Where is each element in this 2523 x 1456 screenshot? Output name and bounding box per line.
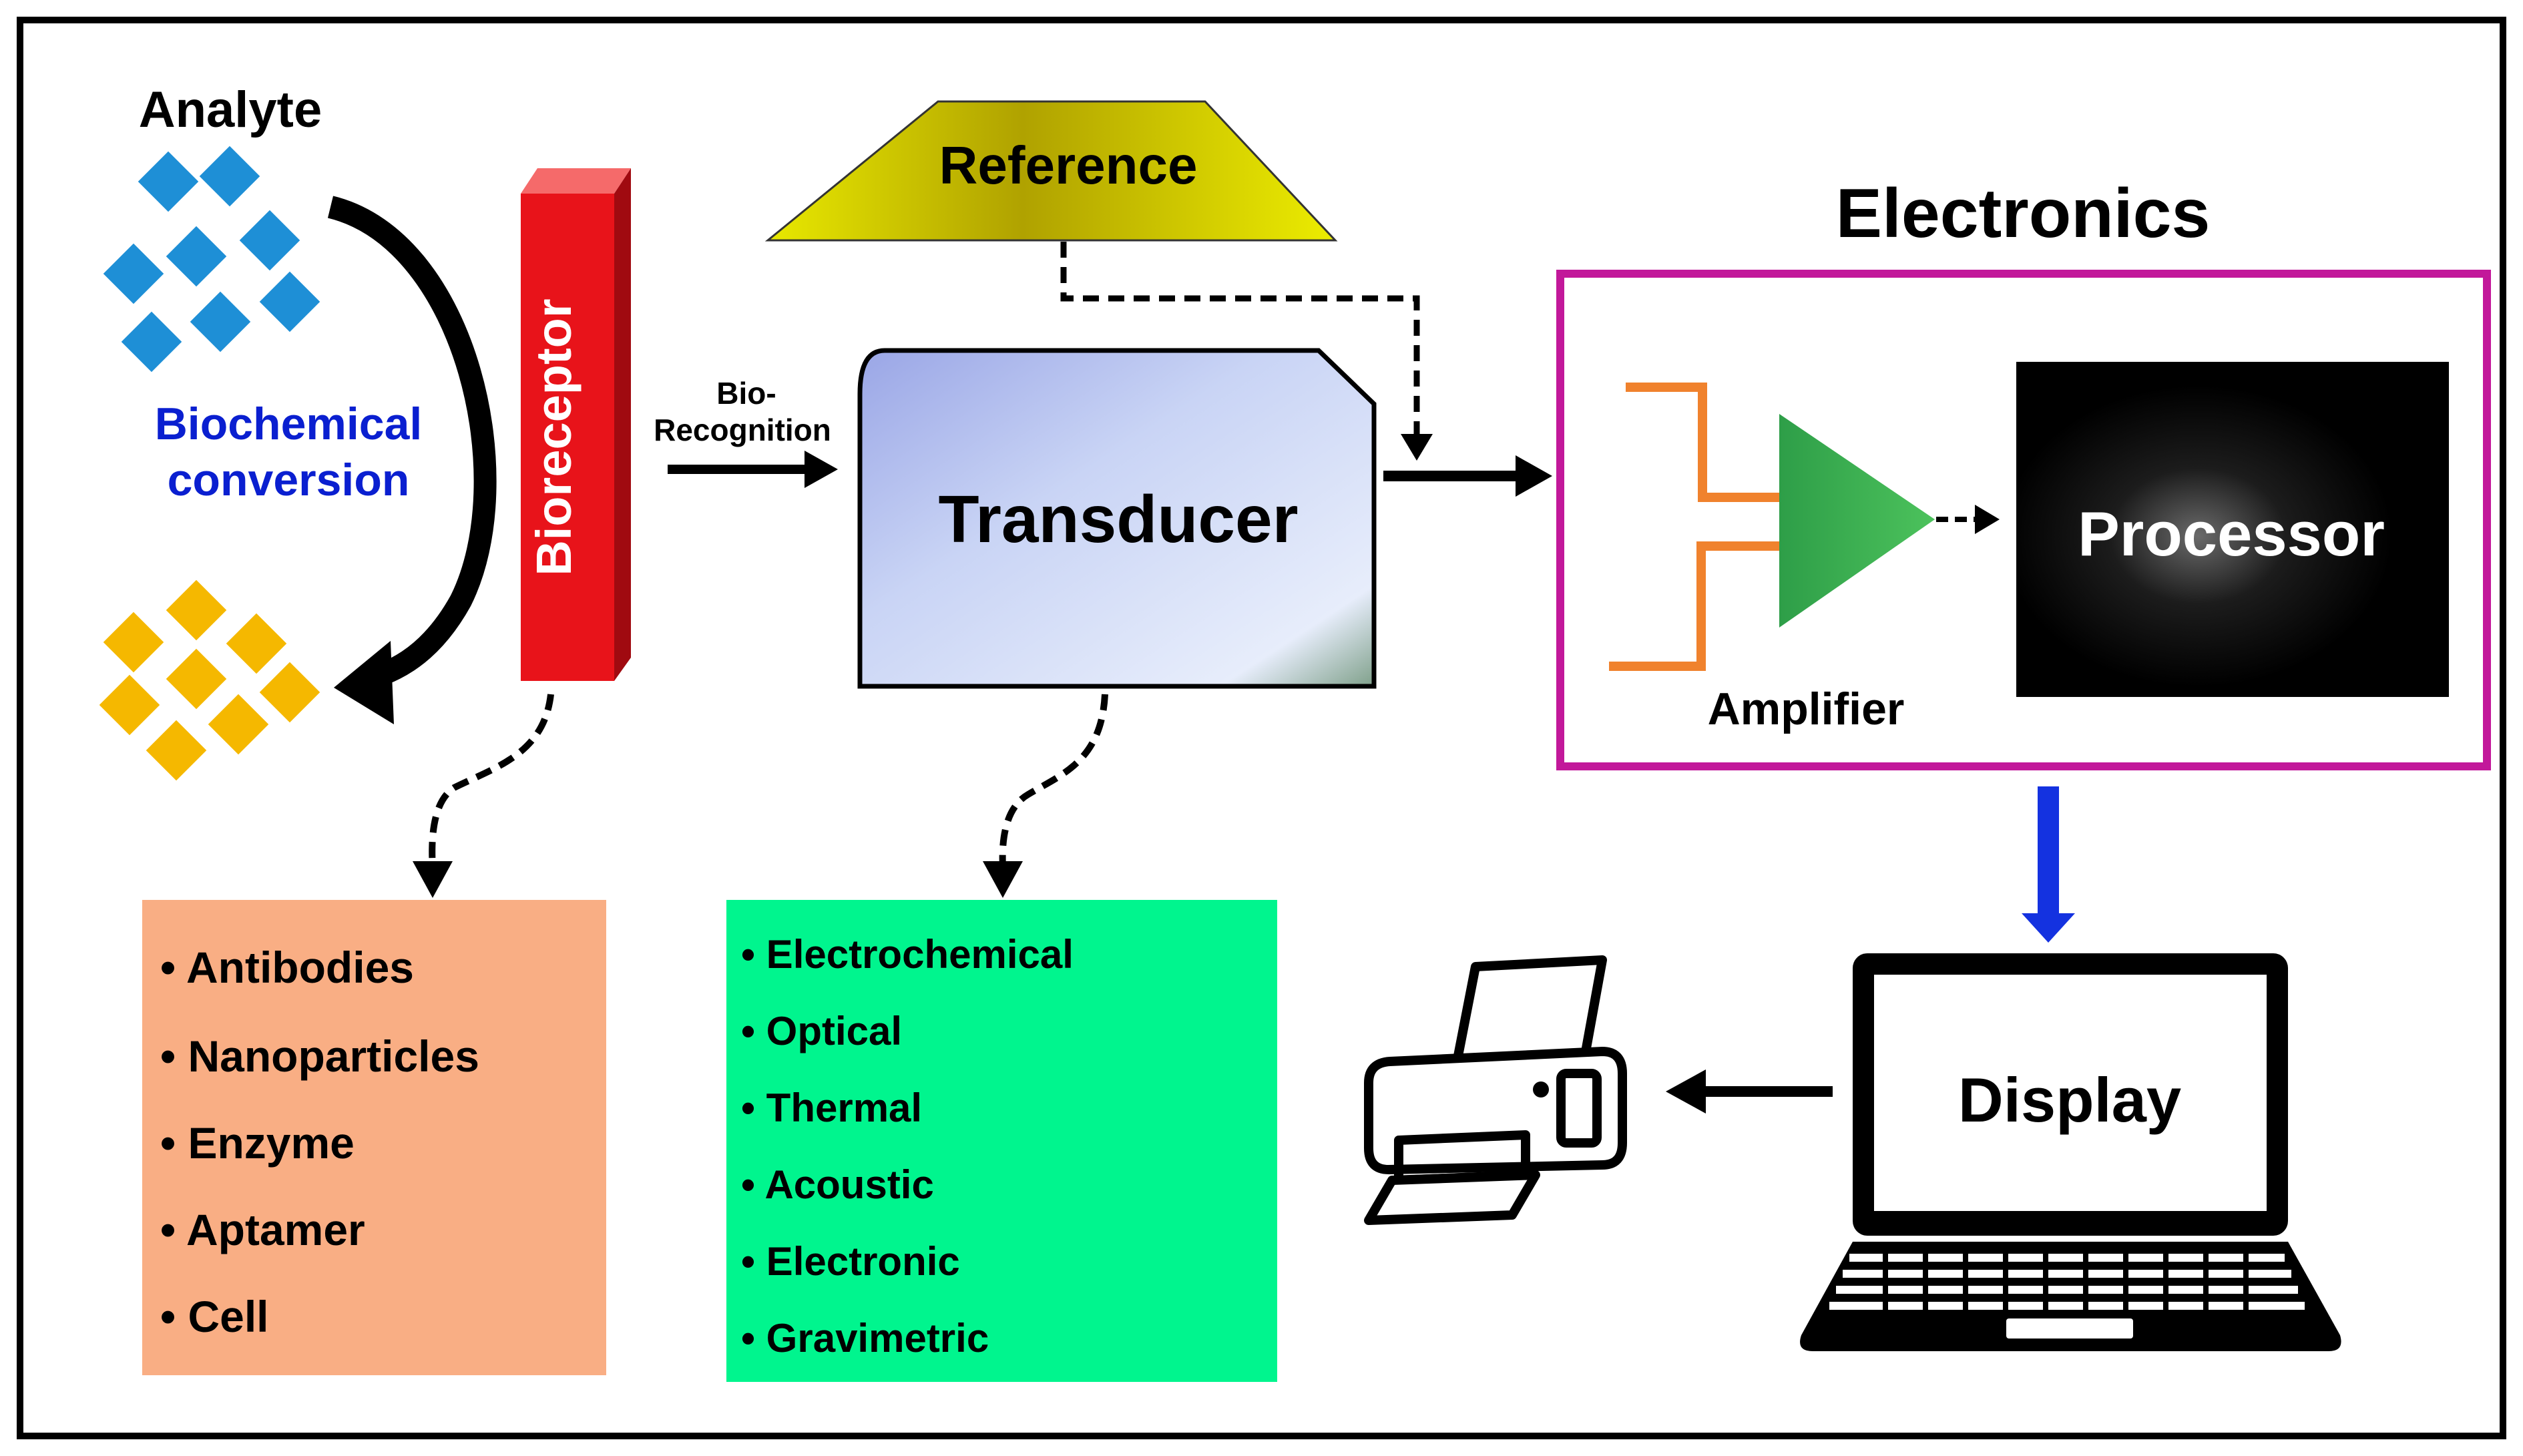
blue-diamond-cluster-icon [103, 146, 320, 373]
processor-block [2016, 362, 2449, 697]
bioreceptor-type-item: • Aptamer [160, 1205, 365, 1254]
bioreceptor-bar [521, 168, 631, 681]
reference-label: Reference [939, 136, 1198, 195]
bioreceptor-type-item: • Antibodies [160, 943, 414, 992]
conversion-arrowhead [334, 641, 394, 724]
transducer-type-item: • Optical [741, 1009, 902, 1053]
transducer-types-arrowhead [983, 861, 1023, 898]
transducer-type-item: • Acoustic [741, 1162, 934, 1207]
bioreceptor-label: Bioreceptor [526, 298, 582, 575]
bioreceptor-type-item: • Nanoparticles [160, 1031, 479, 1081]
bioreceptor-type-item: • Enzyme [160, 1118, 355, 1168]
amplifier-input-lead-bottom [1609, 541, 1779, 671]
printer-icon [1364, 955, 1627, 1225]
reference-trapezoid [764, 100, 1338, 242]
transducer-type-item: • Electrochemical [741, 932, 1074, 977]
biorecognition-label-line2: Recognition [654, 413, 831, 447]
transducer-block [857, 348, 1377, 689]
analyte-title: Analyte [139, 81, 322, 138]
transducer-types-box [726, 900, 1277, 1382]
transducer-type-item: • Thermal [741, 1085, 922, 1130]
conversion-label-line1: Biochemical [155, 399, 423, 449]
transducer-type-item: • Gravimetric [741, 1316, 989, 1361]
conversion-curve-arrow [327, 196, 497, 692]
transducer-output-arrowhead [1516, 455, 1552, 497]
reference-dashed-path [1060, 242, 1420, 437]
electronics-title: Electronics [1836, 175, 2211, 252]
display-label: Display [1958, 1065, 2181, 1135]
reference-arrowhead [1401, 434, 1433, 461]
conversion-label-line2: conversion [168, 455, 410, 505]
transducer-types-dashed-arrow [999, 694, 1108, 869]
laptop-icon [1800, 953, 2341, 1351]
bioreceptor-type-item: • Cell [160, 1292, 269, 1341]
bioreceptor-types-dashed-arrow [429, 694, 554, 869]
amplifier-label: Amplifier [1708, 684, 1905, 734]
biorecognition-arrowhead [805, 451, 838, 488]
transducer-type-item: • Electronic [741, 1239, 960, 1284]
bioreceptor-types-arrowhead [413, 861, 453, 898]
transducer-label: Transducer [938, 482, 1298, 557]
processor-label: Processor [2078, 499, 2385, 569]
bioreceptor-types-box [142, 900, 606, 1375]
amplifier-to-processor-arrowhead [1975, 505, 2000, 534]
amplifier-input-lead-top [1626, 383, 1779, 502]
yellow-diamond-cluster-icon [99, 579, 320, 781]
biorecognition-label-line1: Bio- [716, 376, 776, 411]
display-to-printer-arrowhead [1666, 1069, 1706, 1114]
display-arrow-shaft [2038, 786, 2059, 920]
display-arrowhead [2022, 913, 2075, 943]
amplifier-triangle-icon [1779, 414, 1935, 628]
